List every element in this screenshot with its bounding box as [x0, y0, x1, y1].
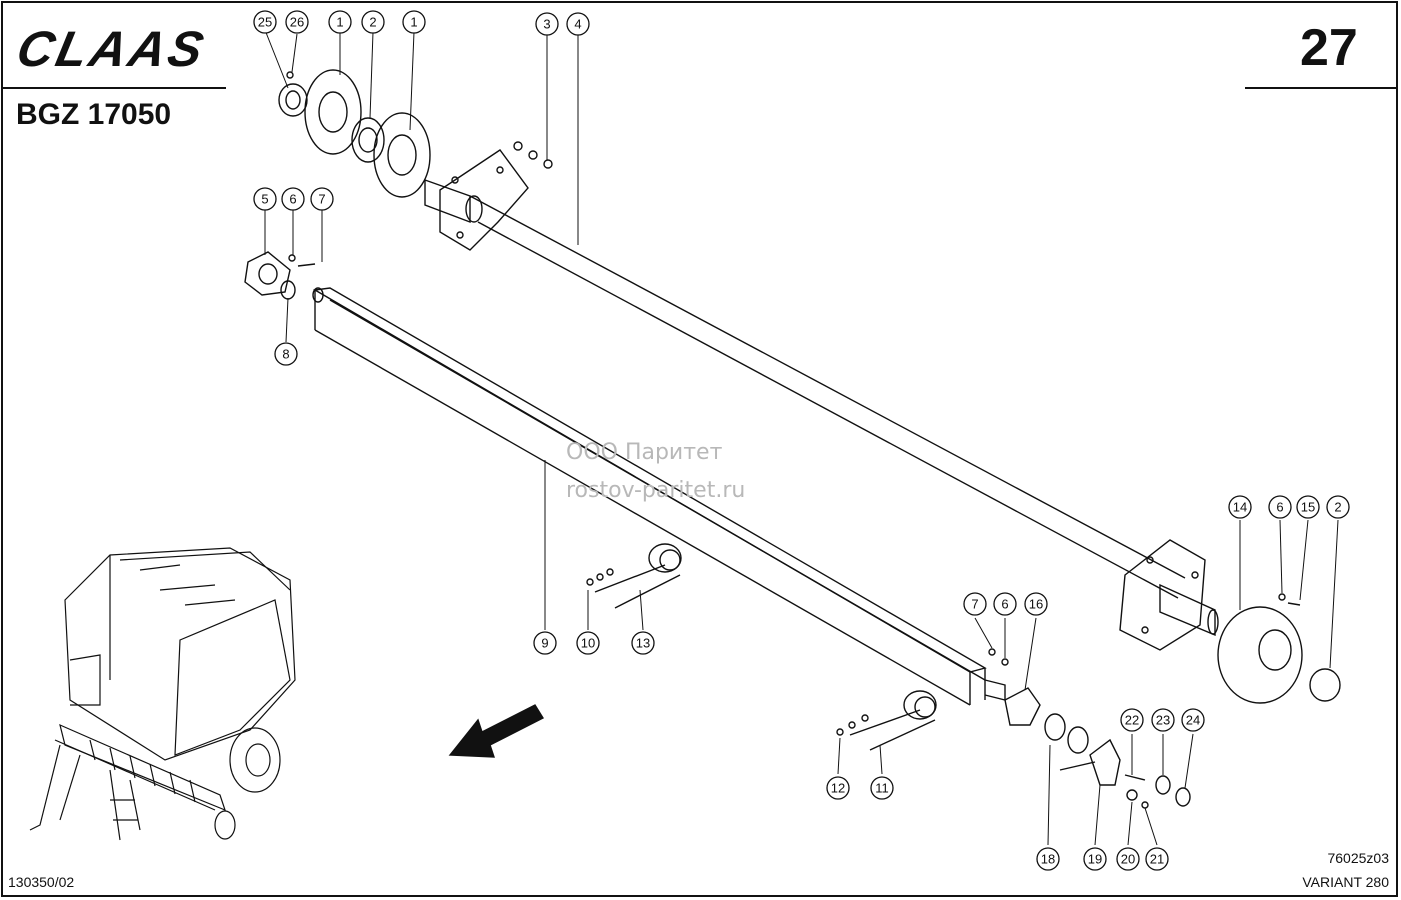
callout-5: 5 [253, 187, 277, 211]
callout-23: 23 [1151, 708, 1175, 732]
callout-1: 1 [328, 10, 352, 34]
baler-thumbnail [29, 547, 296, 841]
svg-text:12: 12 [831, 781, 845, 796]
svg-text:23: 23 [1156, 713, 1170, 728]
svg-text:16: 16 [1029, 597, 1043, 612]
lower-tube [312, 287, 1006, 706]
callout-20: 20 [1116, 847, 1140, 871]
callout-1b: 1 [402, 10, 426, 34]
svg-text:6: 6 [1276, 500, 1283, 515]
callout-8: 8 [274, 342, 298, 366]
svg-text:6: 6 [1001, 597, 1008, 612]
callout-7: 7 [310, 187, 334, 211]
torsion-spring-lower [836, 690, 937, 751]
callout-18: 18 [1036, 847, 1060, 871]
callout-13: 13 [631, 631, 655, 655]
svg-text:20: 20 [1121, 852, 1135, 867]
svg-text:18: 18 [1041, 852, 1055, 867]
header-rule-left [2, 87, 226, 89]
callout-25: 25 [253, 10, 277, 34]
svg-text:11: 11 [875, 781, 889, 796]
bearing-set-top [278, 69, 553, 198]
svg-text:7: 7 [318, 192, 325, 207]
callout-2: 2 [361, 10, 385, 34]
callout-16: 16 [1024, 592, 1048, 616]
callout-12: 12 [826, 776, 850, 800]
watermark-url: rostov-paritet.ru [566, 478, 746, 503]
svg-text:26: 26 [290, 15, 304, 30]
svg-text:3: 3 [543, 17, 550, 32]
main-shaft [424, 149, 1219, 651]
callout-11: 11 [870, 776, 894, 800]
svg-text:8: 8 [282, 347, 289, 362]
torsion-spring-upper [586, 543, 682, 609]
callout-19: 19 [1083, 847, 1107, 871]
svg-text:14: 14 [1233, 500, 1247, 515]
model-number: BGZ 17050 [16, 98, 172, 131]
svg-text:6: 6 [289, 192, 296, 207]
callout-10: 10 [576, 631, 600, 655]
callout-15: 15 [1296, 495, 1320, 519]
callout-21: 21 [1145, 847, 1169, 871]
callout-9: 9 [533, 631, 557, 655]
svg-text:19: 19 [1088, 852, 1102, 867]
svg-text:21: 21 [1150, 852, 1164, 867]
part-callouts: 25 26 1 2 1 3 4 5 6 7 8 9 10 13 14 6 15 … [253, 10, 1350, 871]
direction-arrow [448, 704, 544, 758]
svg-text:25: 25 [258, 15, 272, 30]
svg-text:1: 1 [336, 15, 343, 30]
callout-7b: 7 [963, 592, 987, 616]
variant-label: VARIANT 280 [1302, 874, 1389, 890]
callout-26: 26 [285, 10, 309, 34]
watermark-company: ООО Паритет [566, 440, 723, 465]
svg-text:9: 9 [541, 636, 548, 651]
svg-text:15: 15 [1301, 500, 1315, 515]
svg-text:1: 1 [410, 15, 417, 30]
flange-bearing-left [244, 251, 316, 300]
svg-text:13: 13 [636, 636, 650, 651]
callout-24: 24 [1181, 708, 1205, 732]
svg-text:22: 22 [1125, 713, 1139, 728]
leader-lines [264, 29, 1339, 846]
svg-text:10: 10 [581, 636, 595, 651]
callout-6c: 6 [993, 592, 1017, 616]
callout-14: 14 [1228, 495, 1252, 519]
page-number: 27 [1300, 19, 1358, 77]
callout-2b: 2 [1326, 495, 1350, 519]
svg-text:5: 5 [261, 192, 268, 207]
svg-text:2: 2 [369, 15, 376, 30]
header-rule-right [1245, 87, 1398, 89]
svg-text:7: 7 [971, 597, 978, 612]
callout-22: 22 [1120, 708, 1144, 732]
hub-assembly-right [988, 593, 1341, 809]
reference-code: 130350/02 [8, 874, 75, 890]
drawing-number: 76025z03 [1327, 850, 1389, 866]
callout-3: 3 [535, 12, 559, 36]
svg-text:4: 4 [574, 17, 581, 32]
callout-4: 4 [566, 12, 590, 36]
svg-text:24: 24 [1186, 713, 1200, 728]
callout-6: 6 [281, 187, 305, 211]
svg-text:2: 2 [1334, 500, 1341, 515]
callout-6b: 6 [1268, 495, 1292, 519]
